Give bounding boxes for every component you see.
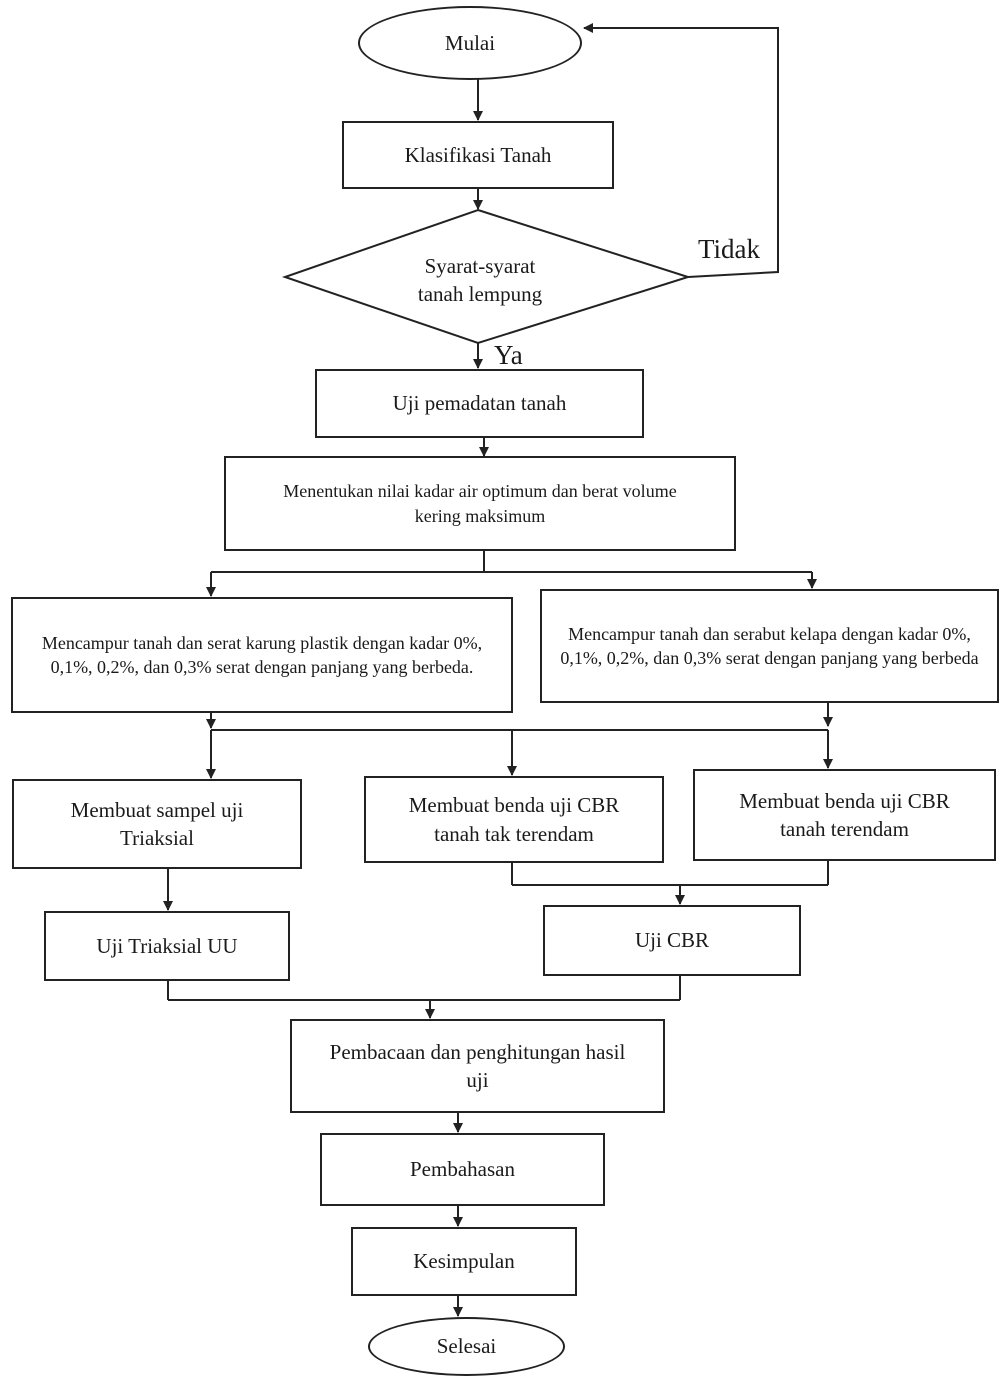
cbr-unsoaked-box: Membuat benda uji CBR tanah tak terendam bbox=[364, 776, 664, 863]
mix-plastic-box: Mencampur tanah dan serat karung plastik… bbox=[11, 597, 513, 713]
compaction-box: Uji pemadatan tanah bbox=[315, 369, 644, 438]
triaxial-sample-label: Membuat sampel uji Triaksial bbox=[70, 797, 244, 850]
triaxial-test-label: Uji Triaksial UU bbox=[96, 933, 238, 958]
arrow-no-loop bbox=[583, 23, 779, 278]
mix-plastic-label: Mencampur tanah dan serat karung plastik… bbox=[41, 632, 483, 677]
decision-label: Syarat-syarat tanah lempung bbox=[417, 254, 543, 307]
classify-box: Klasifikasi Tanah bbox=[342, 121, 614, 189]
start-oval: Mulai bbox=[358, 6, 582, 80]
discussion-label: Pembahasan bbox=[410, 1157, 515, 1182]
reading-label: Pembacaan dan penghitungan hasil uji bbox=[329, 1039, 626, 1092]
cbr-test-label: Uji CBR bbox=[634, 928, 710, 953]
conclusion-label: Kesimpulan bbox=[413, 1249, 515, 1274]
cbr-soaked-label: Membuat benda uji CBR tanah terendam bbox=[739, 788, 950, 841]
start-label: Mulai bbox=[444, 30, 496, 55]
compaction-label: Uji pemadatan tanah bbox=[392, 391, 567, 416]
triaxial-sample-box: Membuat sampel uji Triaksial bbox=[12, 779, 302, 869]
classify-label: Klasifikasi Tanah bbox=[404, 142, 552, 167]
mix-coconut-label: Mencampur tanah dan serabut kelapa denga… bbox=[560, 623, 979, 668]
triaxial-test-box: Uji Triaksial UU bbox=[44, 911, 290, 981]
cbr-unsoaked-label: Membuat benda uji CBR tanah tak terendam bbox=[408, 793, 620, 846]
cbr-soaked-box: Membuat benda uji CBR tanah terendam bbox=[693, 769, 996, 861]
cbr-test-box: Uji CBR bbox=[543, 905, 801, 976]
determine-box: Menentukan nilai kadar air optimum dan b… bbox=[224, 456, 736, 551]
conclusion-box: Kesimpulan bbox=[351, 1227, 577, 1296]
end-oval: Selesai bbox=[368, 1317, 565, 1376]
end-label: Selesai bbox=[436, 1334, 497, 1359]
mix-coconut-box: Mencampur tanah dan serabut kelapa denga… bbox=[540, 589, 999, 703]
determine-label: Menentukan nilai kadar air optimum dan b… bbox=[283, 481, 677, 526]
yes-label: Ya bbox=[494, 340, 523, 370]
discussion-box: Pembahasan bbox=[320, 1133, 605, 1206]
no-label: Tidak bbox=[698, 234, 761, 264]
reading-box: Pembacaan dan penghitungan hasil uji bbox=[290, 1019, 665, 1113]
